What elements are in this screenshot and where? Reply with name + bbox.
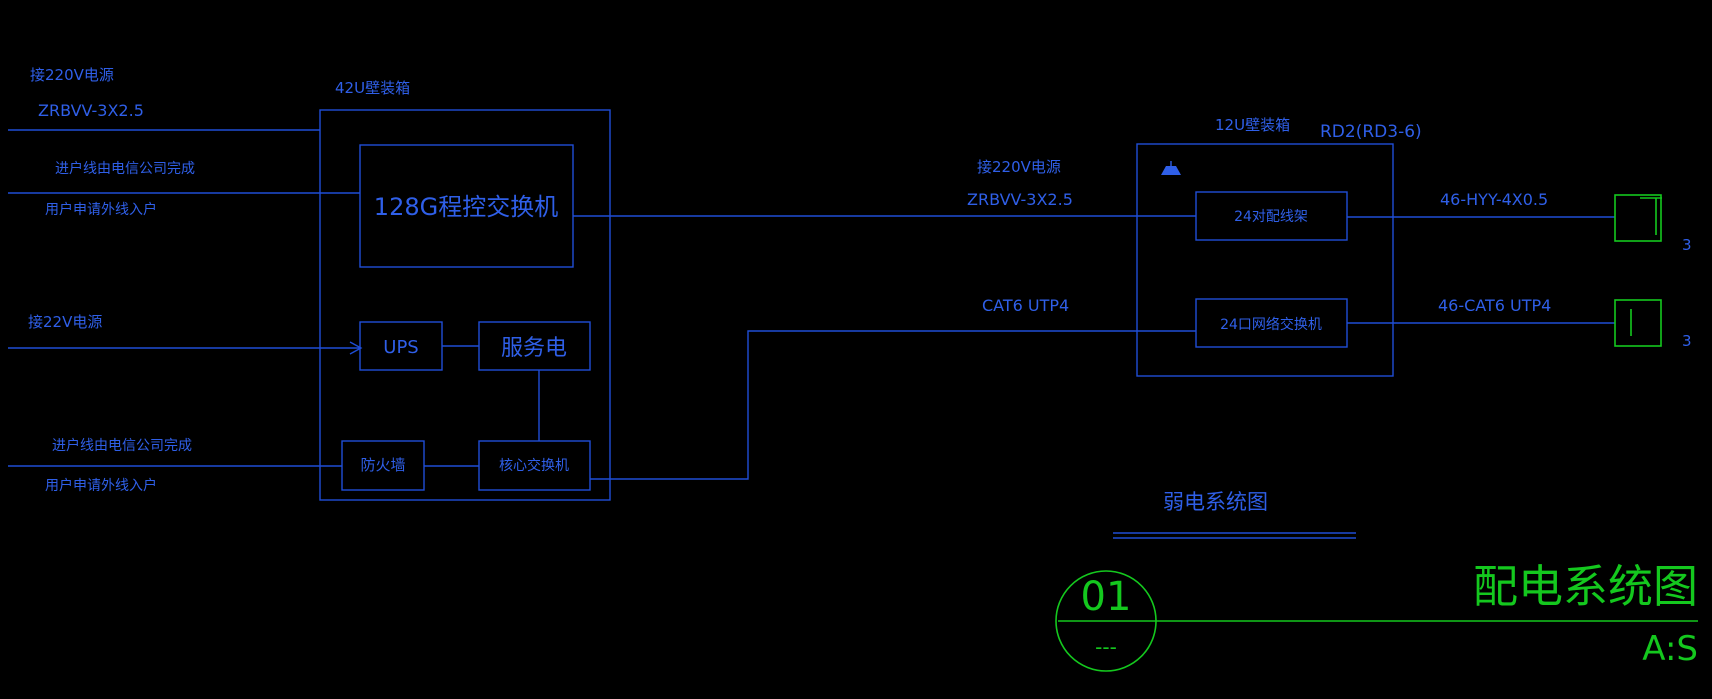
power-in-2-label: 接22V电源 bbox=[28, 313, 102, 331]
power-in-1-label: 接220V电源 bbox=[30, 66, 114, 84]
ups-label: UPS bbox=[383, 337, 418, 358]
power-in-1-cable: ZRBVV-3X2.5 bbox=[38, 101, 144, 120]
phone-count: 3 bbox=[1682, 236, 1692, 254]
pbx-label: 128G程控交换机 bbox=[374, 193, 558, 221]
data-count: 3 bbox=[1682, 332, 1692, 350]
pbx-box bbox=[359, 144, 574, 268]
title-scale: A:S bbox=[1642, 629, 1698, 669]
server-label: 服务电 bbox=[501, 336, 567, 361]
server-box bbox=[478, 321, 591, 371]
title-text: 配电系统图 bbox=[1473, 560, 1698, 613]
core-switch-label: 核心交换机 bbox=[499, 457, 569, 474]
title-sheet: --- bbox=[1095, 635, 1117, 659]
bell-icon bbox=[1161, 161, 1181, 175]
patch-panel-box bbox=[1195, 191, 1348, 241]
arrow-icon bbox=[349, 341, 363, 355]
phone-outlet-icon bbox=[1614, 194, 1662, 242]
data-cable-label: 46-CAT6 UTP4 bbox=[1438, 296, 1551, 315]
network-switch-label: 24口网络交换机 bbox=[1220, 316, 1322, 333]
cabinet-12u-code: RD2(RD3-6) bbox=[1320, 122, 1422, 142]
telecom-in-2-line2: 用户申请外线入户 bbox=[45, 477, 157, 494]
telecom-in-1-line1: 进户线由电信公司完成 bbox=[55, 160, 195, 177]
telecom-in-1-line2: 用户申请外线入户 bbox=[45, 201, 157, 218]
data-outlet-icon bbox=[1614, 299, 1662, 347]
title-number: 01 bbox=[1081, 574, 1132, 620]
core-switch-box bbox=[478, 440, 591, 491]
middle-power-label: 接220V电源 bbox=[977, 158, 1061, 176]
cabinet-42u bbox=[319, 109, 611, 501]
middle-network-cable: CAT6 UTP4 bbox=[982, 296, 1069, 315]
cabinet-12u bbox=[1136, 143, 1394, 377]
patch-panel-label: 24对配线架 bbox=[1234, 209, 1308, 225]
telecom-in-2-line1: 进户线由电信公司完成 bbox=[52, 437, 192, 454]
network-trunk-line bbox=[590, 330, 1196, 480]
phone-cable-label: 46-HYY-4X0.5 bbox=[1440, 190, 1548, 209]
diagram-caption: 弱电系统图 bbox=[1163, 490, 1268, 514]
cabinet-12u-title: 12U壁装箱 bbox=[1215, 116, 1290, 134]
middle-power-cable: ZRBVV-3X2.5 bbox=[967, 190, 1073, 209]
cabinet-42u-title: 42U壁装箱 bbox=[335, 79, 410, 97]
firewall-label: 防火墙 bbox=[360, 456, 405, 474]
title-block: 01 --- 配电系统图 A:S bbox=[1055, 560, 1698, 672]
